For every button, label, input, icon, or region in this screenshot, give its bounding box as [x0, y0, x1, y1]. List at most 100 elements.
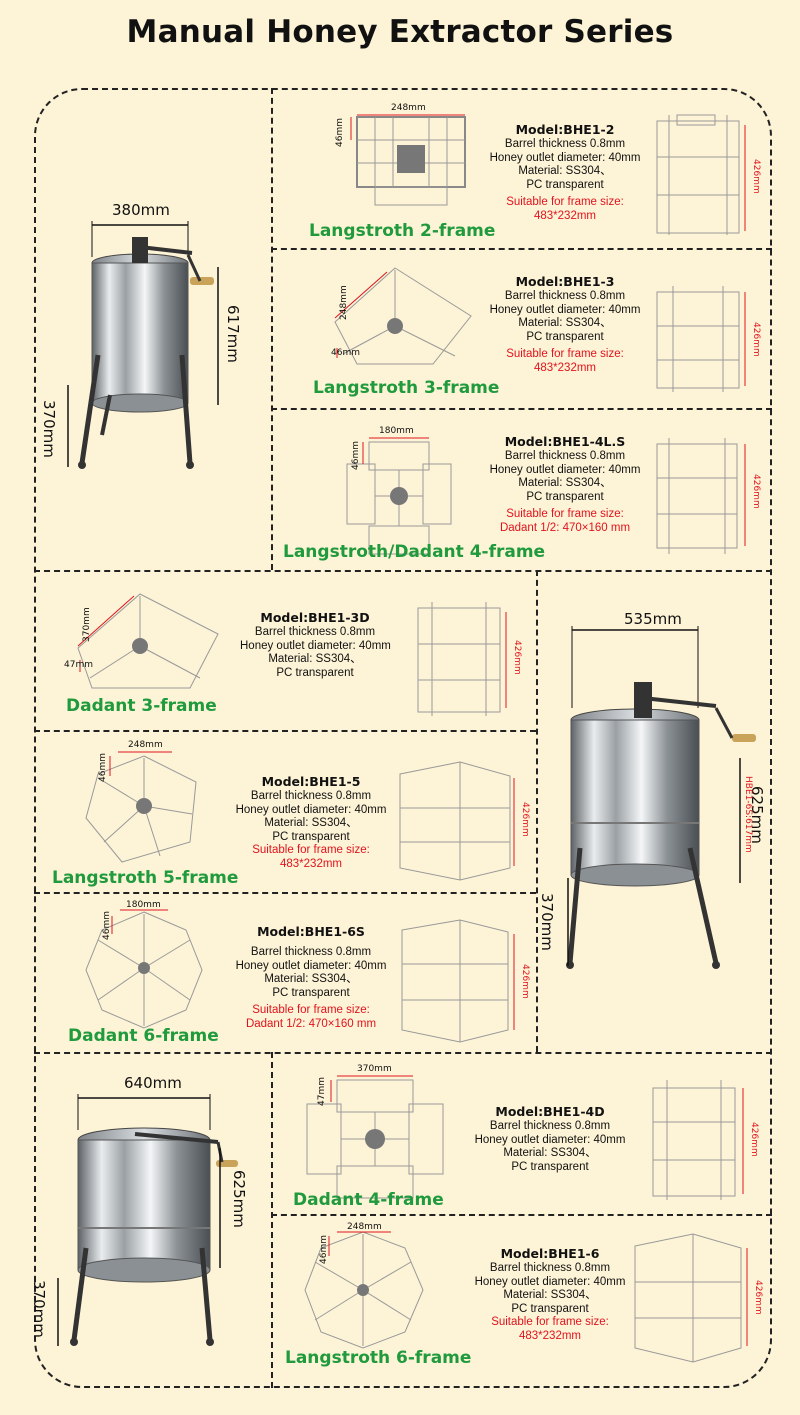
spec-thickness: Barrel thickness 0.8mm	[254, 626, 376, 638]
frame-top-view-drawing	[77, 593, 507, 716]
extractor-medium-leg: 370mm	[538, 893, 556, 951]
extractor-small-height: 617mm	[224, 305, 242, 363]
spec-material: Material: SS304、	[503, 1289, 597, 1301]
frame-label: Langstroth 6-frame	[285, 1348, 472, 1368]
basket-height-dim: 426mm	[749, 1122, 759, 1157]
frame-width-dim: 248mm	[339, 285, 349, 320]
spec-block: Model:BHE1-6 Barrel thickness 0.8mm Hone…	[465, 1246, 635, 1343]
spec-suitable: Suitable for frame size:	[506, 348, 624, 360]
frame-top-view-drawing	[334, 267, 746, 392]
spec-thickness: Barrel thickness 0.8mm	[489, 1262, 611, 1274]
frame-top-view-drawing	[85, 751, 515, 881]
spec-frame-size: Dadant 1/2: 470×160 mm	[245, 1017, 377, 1030]
spec-thickness: Barrel thickness 0.8mm	[504, 138, 626, 150]
extractor-large-illustration	[57, 1094, 238, 1346]
divider	[271, 248, 772, 250]
divider	[271, 88, 273, 570]
model-name: Model:BHE1-5	[261, 774, 361, 789]
frame-top-view-drawing	[306, 1075, 744, 1200]
extractor-large-height: 625mm	[230, 1170, 248, 1228]
spec-block: Model:BHE1-4D Barrel thickness 0.8mm Hon…	[465, 1104, 635, 1174]
spec-frame-size: 483*232mm	[533, 209, 596, 222]
spec-material: Material: SS304、	[518, 477, 612, 489]
divider	[271, 408, 772, 410]
spec-frame-size: 483*232mm	[518, 1329, 581, 1342]
model-panel-bhe1-4ls: 180mm 46mm 426mm Model:BHE1-4L.S Barrel …	[275, 418, 770, 568]
basket-height-dim: 426mm	[751, 322, 761, 357]
extractor-small-illustration	[67, 221, 219, 469]
spec-material: Material: SS304、	[268, 653, 362, 665]
extractor-large-width: 640mm	[124, 1074, 182, 1092]
frame-label: Dadant 4-frame	[293, 1190, 444, 1210]
basket-drawing	[656, 114, 740, 235]
spec-block: Model:BHE1-2 Barrel thickness 0.8mm Hone…	[475, 122, 655, 223]
frame-label: Langstroth/Dadant 4-frame	[283, 542, 546, 562]
frame-width-dim: 248mm	[347, 1222, 382, 1232]
frame-width-dim: 180mm	[379, 426, 414, 436]
catalog-frame	[34, 88, 772, 1388]
extractor-small: 380mm 617mm 370mm	[40, 195, 265, 485]
model-name: Model:BHE1-3	[515, 274, 615, 289]
extractor-medium: 535mm 625mm HBE1-6S:617mm 370mm	[538, 608, 770, 978]
spec-block: Model:BHE1-5 Barrel thickness 0.8mm Hone…	[226, 774, 396, 871]
frame-depth-dim: 47mm	[317, 1077, 327, 1106]
divider	[271, 1214, 772, 1216]
frame-width-dim: 248mm	[391, 103, 426, 113]
extractor-medium-illustration	[566, 626, 756, 969]
spec-thickness: Barrel thickness 0.8mm	[504, 290, 626, 302]
model-name: Model:BHE1-6	[500, 1246, 600, 1261]
model-panel-bhe1-3d: 370mm 47mm 426mm Model:BHE1-3D Barrel th…	[40, 578, 534, 728]
extractor-small-leg: 370mm	[40, 400, 58, 458]
spec-material: Material: SS304、	[264, 973, 358, 985]
basket-height-dim: 426mm	[753, 1280, 763, 1315]
frame-depth-dim: 46mm	[351, 441, 361, 470]
frame-depth-dim: 47mm	[64, 660, 93, 670]
extractor-large-leg: 370mm	[30, 1280, 48, 1338]
basket-drawing	[656, 438, 738, 554]
divider	[34, 570, 772, 572]
spec-frame-size: 483*232mm	[533, 361, 596, 374]
basket-height-dim: 426mm	[520, 802, 530, 837]
extractor-medium-width: 535mm	[624, 610, 682, 628]
model-name: Model:BHE1-6S	[257, 924, 365, 939]
extractor-small-width: 380mm	[112, 201, 170, 219]
frame-width-dim: 370mm	[357, 1064, 392, 1074]
model-name: Model:BHE1-3D	[260, 610, 370, 625]
spec-material: Material: SS304、	[503, 1147, 597, 1159]
spec-material: Material: SS304、	[518, 165, 612, 177]
frame-top-view-drawing	[85, 909, 515, 1043]
spec-material2: PC transparent	[511, 1160, 589, 1173]
spec-outlet: Honey outlet diameter: 40mm	[240, 639, 391, 652]
frame-label: Dadant 3-frame	[66, 696, 217, 716]
extractor-medium-note: HBE1-6S:617mm	[743, 776, 753, 853]
spec-thickness: Barrel thickness 0.8mm	[489, 1120, 611, 1132]
divider	[271, 1052, 273, 1388]
frame-depth-dim: 46mm	[335, 118, 345, 147]
spec-block: Model:BHE1-3D Barrel thickness 0.8mm Hon…	[240, 610, 391, 680]
divider	[34, 730, 536, 732]
basket-drawing	[652, 1080, 736, 1200]
model-panel-bhe1-6s: 180mm 46mm 426mm Model:BHE1-6S Barrel th…	[40, 900, 534, 1050]
basket-drawing	[656, 286, 740, 392]
frame-label: Langstroth 3-frame	[313, 378, 500, 398]
spec-suitable: Suitable for frame size:	[252, 1004, 370, 1016]
frame-label: Langstroth 2-frame	[309, 221, 496, 241]
spec-material2: PC transparent	[526, 178, 604, 191]
frame-width-dim: 180mm	[126, 900, 161, 910]
divider	[34, 892, 536, 894]
spec-outlet: Honey outlet diameter: 40mm	[235, 803, 387, 816]
spec-material: Material: SS304、	[518, 317, 612, 329]
basket-height-dim: 426mm	[751, 159, 761, 194]
spec-block: Model:BHE1-4L.S Barrel thickness 0.8mm H…	[475, 434, 655, 535]
frame-depth-dim: 46mm	[102, 911, 112, 940]
spec-block: Model:BHE1-6S Barrel thickness 0.8mm Hon…	[226, 924, 396, 1031]
model-panel-bhe1-5: 248mm 46mm 426mm Model:BHE1-5 Barrel thi…	[40, 738, 534, 890]
basket-drawing	[417, 602, 501, 716]
basket-height-dim: 426mm	[520, 964, 530, 999]
frame-top-view-drawing	[350, 114, 746, 235]
spec-outlet: Honey outlet diameter: 40mm	[489, 151, 641, 164]
spec-suitable: Suitable for frame size:	[506, 196, 624, 208]
divider	[536, 570, 538, 1052]
spec-thickness: Barrel thickness 0.8mm	[250, 946, 372, 958]
spec-thickness: Barrel thickness 0.8mm	[504, 450, 626, 462]
